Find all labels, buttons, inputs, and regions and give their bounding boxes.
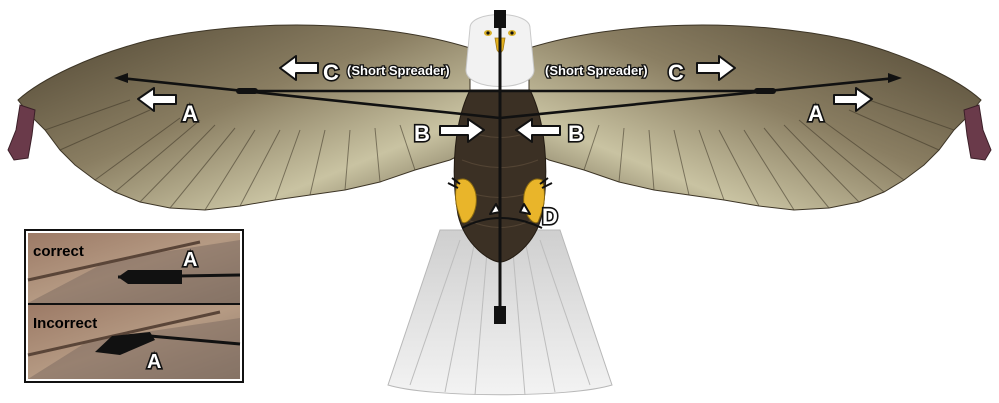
inset-incorrect-label: Incorrect — [33, 315, 97, 332]
spine-top-cap — [494, 10, 506, 28]
inset-incorrect-a-label: A — [147, 351, 161, 373]
label-a-right: A — [808, 101, 824, 126]
label-c-left: C — [323, 60, 339, 85]
left-wingtip-streamer — [8, 105, 35, 160]
left-talon — [448, 178, 476, 223]
right-wing — [529, 25, 981, 210]
label-b-right: B — [568, 121, 584, 146]
label-c-right: C — [668, 60, 684, 85]
spine-bottom-cap — [494, 306, 506, 324]
inset-correct-a-label: A — [183, 249, 197, 271]
left-wing — [18, 25, 470, 210]
inset-panel: correct A Incorrect A — [25, 230, 243, 382]
label-b-left: B — [414, 121, 430, 146]
inset-incorrect: Incorrect A — [28, 305, 240, 379]
short-spreader-label-left: (Short Spreader) — [347, 63, 450, 78]
short-spreader-label-right: (Short Spreader) — [545, 63, 648, 78]
label-a-left: A — [182, 101, 198, 126]
inset-correct: correct A — [28, 233, 240, 303]
inset-correct-label: correct — [33, 243, 84, 260]
label-d: D — [542, 204, 558, 229]
right-wingtip-streamer — [964, 105, 991, 160]
